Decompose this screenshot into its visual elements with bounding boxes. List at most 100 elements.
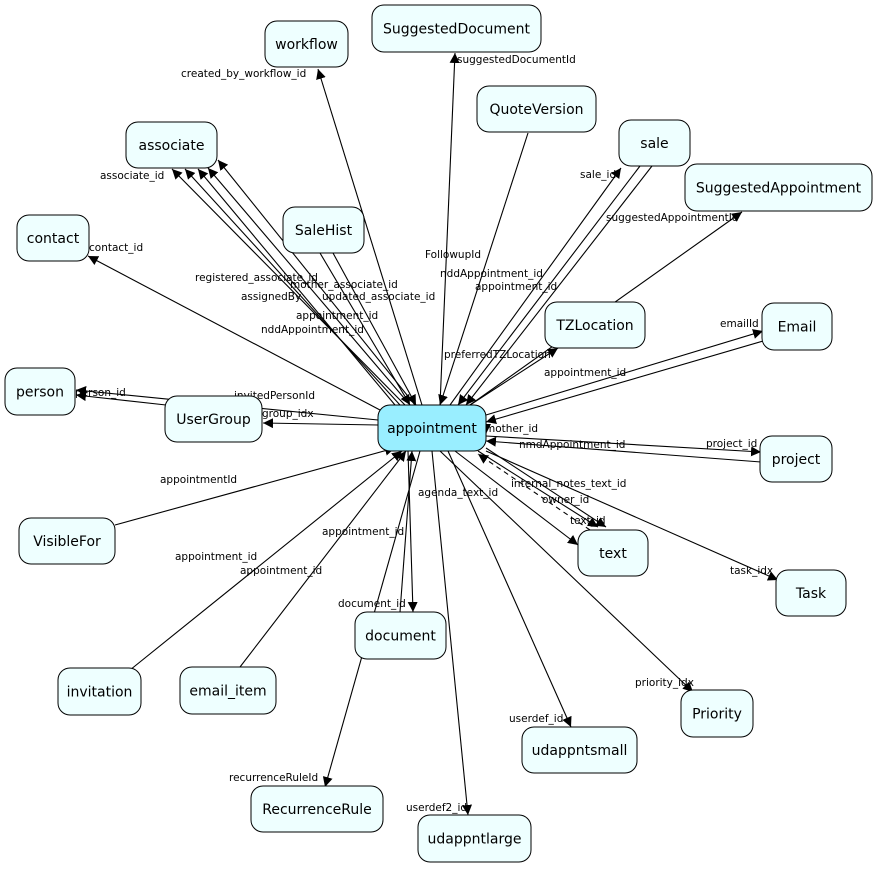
node-udappntlarge[interactable]: udappntlarge [417, 814, 532, 863]
node-box[interactable] [179, 666, 277, 715]
node-label: udappntlarge [428, 832, 522, 848]
edge-appointment-to-udappntlarge [431, 450, 472, 816]
node-box[interactable] [264, 20, 349, 68]
edge-line [87, 255, 381, 411]
node-label: RecurrenceRule [262, 802, 372, 818]
edge-appointment-to-Priority [439, 450, 694, 693]
node-QuoteVersion[interactable]: QuoteVersion [476, 85, 597, 133]
node-box[interactable] [371, 4, 542, 53]
node-SuggestedDocument[interactable]: SuggestedDocument [371, 4, 542, 53]
edge-line [449, 167, 622, 406]
edge-SaleHist-to-appointment [319, 252, 411, 406]
node-appointment[interactable]: appointment [377, 404, 487, 452]
edge-line [485, 450, 779, 581]
edge-label: owner_id [542, 494, 589, 506]
edge-label: nmdAppointment_id [519, 439, 625, 451]
node-label: text [599, 546, 627, 562]
edge-line [465, 165, 653, 406]
edge-line [407, 450, 418, 613]
edge-line [75, 391, 167, 406]
edge-label: nddAppointment_id [440, 268, 543, 280]
node-document[interactable]: document [354, 611, 447, 660]
node-box[interactable] [164, 395, 263, 443]
node-box[interactable] [57, 667, 142, 716]
node-box[interactable] [417, 814, 532, 863]
node-box[interactable] [476, 85, 597, 133]
edge-line [477, 453, 591, 531]
node-RecurrenceRule[interactable]: RecurrenceRule [250, 785, 384, 833]
edge-line [439, 52, 460, 406]
node-project[interactable]: project [759, 435, 833, 483]
edge-line [431, 450, 472, 816]
node-Email[interactable]: Email [761, 302, 833, 351]
node-SuggestedAppointment[interactable]: SuggestedAppointment [684, 163, 873, 212]
edge-appointment-to-associate [197, 168, 396, 406]
node-person[interactable]: person [4, 367, 76, 416]
edge-label: nddAppointment_id [261, 324, 364, 336]
edge-line [485, 329, 764, 416]
node-sale[interactable]: sale [618, 119, 691, 167]
node-box[interactable] [759, 435, 833, 483]
edge-line [129, 450, 403, 671]
node-box[interactable] [618, 119, 691, 167]
node-text[interactable]: text [577, 529, 649, 577]
node-box[interactable] [250, 785, 384, 833]
edge-label: associate_id [100, 170, 164, 182]
node-UserGroup[interactable]: UserGroup [164, 395, 263, 443]
edge-label: suggestedDocumentId [457, 54, 576, 66]
node-label: udappntsmall [532, 743, 628, 759]
node-TZLocation[interactable]: TZLocation [544, 301, 646, 349]
edge-label: preferredTZLocation [444, 349, 551, 361]
edge-line [457, 165, 641, 406]
node-contact[interactable]: contact [16, 214, 90, 262]
node-box[interactable] [684, 163, 873, 212]
node-box[interactable] [544, 301, 646, 349]
node-Task[interactable]: Task [775, 569, 847, 617]
node-box[interactable] [577, 529, 649, 577]
node-VisibleFor[interactable]: VisibleFor [18, 517, 116, 565]
edge-label: document_id [338, 598, 406, 610]
node-box[interactable] [18, 517, 116, 565]
node-box[interactable] [377, 404, 487, 452]
node-label: appointment [387, 421, 477, 437]
node-SaleHist[interactable]: SaleHist [282, 206, 365, 254]
edge-label: FollowupId [425, 249, 481, 261]
node-box[interactable] [282, 206, 365, 254]
edge-line [184, 168, 401, 406]
edge-line [207, 167, 411, 406]
node-email_item[interactable]: email_item [179, 666, 277, 715]
node-Priority[interactable]: Priority [680, 689, 754, 738]
node-invitation[interactable]: invitation [57, 667, 142, 716]
edge-line [485, 447, 607, 528]
node-box[interactable] [4, 367, 76, 416]
edge-label: appointmentId [160, 474, 237, 486]
edge-label: person_id [75, 387, 126, 399]
node-box[interactable] [125, 121, 218, 169]
edge-label: agenda_text_id [418, 487, 498, 499]
edge-project-to-appointment [485, 436, 762, 463]
edge-label: task_idx [730, 565, 773, 577]
edge-line [332, 252, 417, 406]
node-associate[interactable]: associate [125, 121, 218, 169]
edge-line [477, 450, 599, 528]
node-box[interactable] [16, 214, 90, 262]
edge-label: appointment_id [296, 310, 378, 322]
node-box[interactable] [761, 302, 833, 351]
edge-document-to-appointment [399, 450, 417, 613]
node-box[interactable] [521, 726, 638, 774]
node-label: sale [640, 136, 668, 152]
node-box[interactable] [354, 611, 447, 660]
edge-label: internal_notes_text_id [511, 478, 626, 490]
node-box[interactable] [680, 689, 754, 738]
edge-label: group_idx [262, 408, 314, 420]
edge-UserGroup-to-person [75, 391, 167, 406]
node-workflow[interactable]: workflow [264, 20, 349, 68]
node-box[interactable] [775, 569, 847, 617]
edge-line [239, 450, 407, 668]
edge-label: contact_id [89, 242, 143, 254]
node-label: invitation [67, 685, 133, 701]
edge-email_item-to-appointment [239, 450, 407, 668]
node-udappntsmall[interactable]: udappntsmall [521, 726, 638, 774]
edge-appointment-to-associate [171, 168, 406, 406]
node-label: TZLocation [555, 318, 633, 334]
